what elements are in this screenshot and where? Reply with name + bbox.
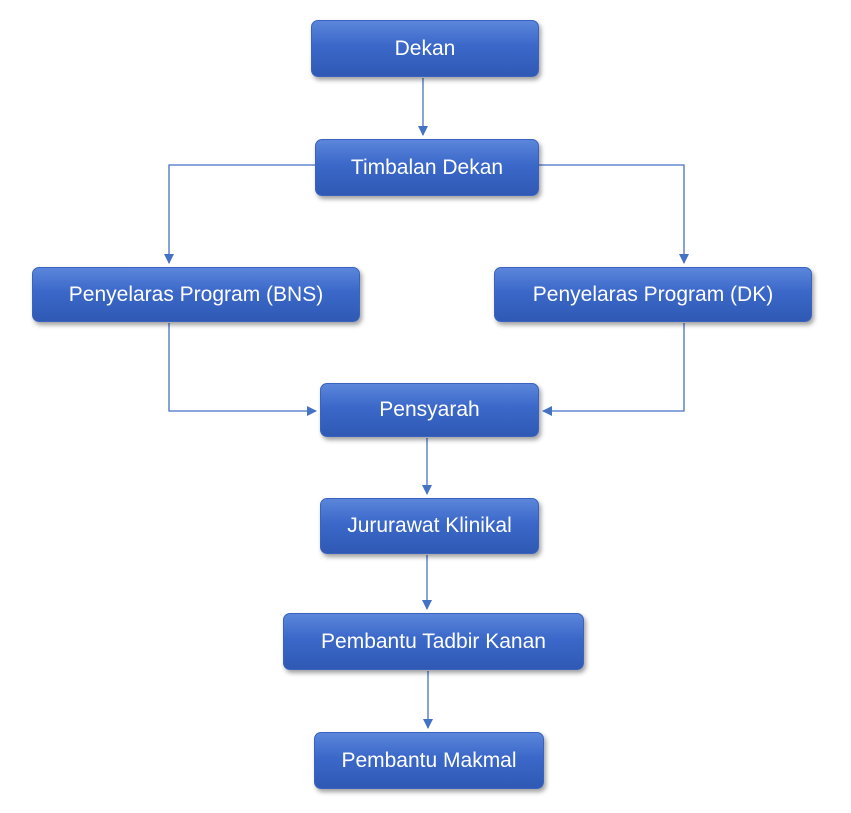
node-penyelaras-program-dk: Penyelaras Program (DK) [494,267,812,322]
edge-timbalan-dekan-to-penyelaras-bns [164,164,315,264]
node-jururawat-klinikal: Jururawat Klinikal [320,498,539,554]
node-dekan: Dekan [311,20,539,77]
node-pembantu-tadbir-kanan: Pembantu Tadbir Kanan [283,613,584,670]
node-timbalan-dekan: Timbalan Dekan [315,139,539,196]
edge-penyelaras-dk-to-pensyarah [542,323,685,416]
node-penyelaras-program-bns: Penyelaras Program (BNS) [32,267,360,322]
edge-timbalan-dekan-to-penyelaras-dk [539,164,689,264]
node-pembantu-makmal: Pembantu Makmal [314,732,544,789]
edge-penyelaras-bns-to-pensyarah [168,323,317,416]
node-pensyarah: Pensyarah [320,383,539,437]
